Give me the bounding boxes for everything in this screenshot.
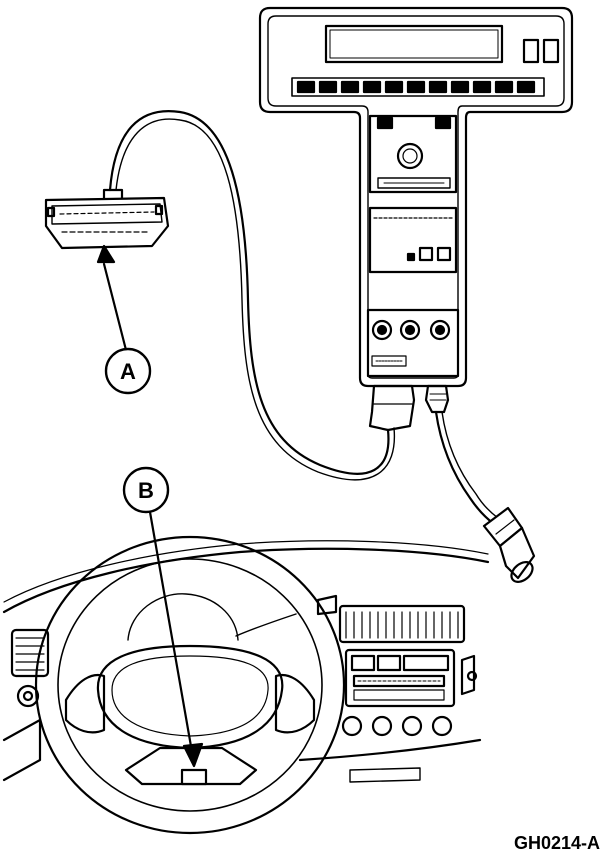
scan-tool-display (324, 24, 504, 64)
scan-tool-key (522, 38, 540, 64)
power-cable (434, 410, 499, 526)
cigar-lighter-plug (482, 506, 536, 583)
scan-tool-keypad (291, 77, 545, 97)
scan-tool-module-upper (368, 114, 458, 194)
callout-b-leader (148, 510, 204, 768)
data-link-connector (44, 188, 170, 250)
scan-tool-cable-connector (368, 384, 416, 432)
steering-wheel-hub (96, 644, 284, 750)
scan-tool-key (542, 38, 560, 64)
center-vents (316, 594, 466, 644)
scan-tool-body (258, 6, 574, 388)
scan-tool-power-connector (424, 384, 450, 414)
callout-a-leader (96, 244, 128, 352)
callout-a-label: A (120, 359, 136, 384)
scan-tool-module-middle (368, 206, 458, 274)
scan-tool-display-glass (329, 29, 499, 59)
steering-wheel (34, 535, 346, 835)
diagnostic-cable (108, 110, 396, 481)
figure-code: GH0214-A (513, 833, 600, 853)
scan-tool-knob (396, 142, 424, 170)
scan-tool (258, 6, 574, 432)
scan-tool-jacks (371, 319, 451, 341)
callout-a-circle (104, 347, 152, 395)
scan-tool-module-lower (366, 308, 460, 378)
callout-b-label: B (138, 478, 154, 503)
radio-controls (341, 648, 478, 737)
callout-b-circle (122, 466, 170, 514)
vehicle-dashboard (2, 540, 490, 783)
scan-tool-bezel (267, 15, 565, 379)
vin-plate-tab (180, 768, 208, 786)
